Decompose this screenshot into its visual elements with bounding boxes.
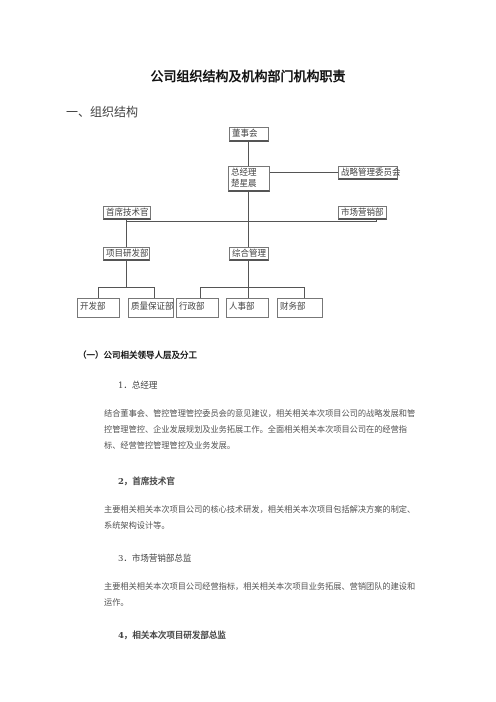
- connector-gm-strategy: [269, 172, 338, 173]
- item-title-rnd: 4，相关本次项目研发部总监: [118, 631, 226, 641]
- item-text-gm: 结合董事会、管控管理管控委员会的意见建议，相关相关本次项目公司的战略发展和管控管…: [104, 408, 416, 450]
- connector-cto-rnd: [126, 218, 127, 247]
- item-text-cto: 主要相关相关本次项目公司的核心技术研发，相关相关本次项目包括解决方案的制定、系统…: [104, 504, 416, 530]
- connector-hr: [248, 287, 249, 298]
- connector-general-mgmt: [248, 222, 249, 247]
- document-title: 公司组织结构及机构部门机构职责: [150, 70, 346, 85]
- org-box-admin: 行政部: [176, 298, 219, 318]
- item-title-gm: 1．总经理: [118, 381, 158, 391]
- connector-finance: [304, 287, 305, 298]
- org-box-finance: 财务部: [277, 298, 323, 318]
- item-title-marketing: 3．市场营销部总监: [118, 554, 192, 564]
- org-box-dev: 开发部: [77, 298, 120, 318]
- item-title-cto: 2，首席技术官: [118, 477, 175, 487]
- org-box-cto: 首席技术官: [103, 206, 151, 220]
- org-box-qa: 质量保证部: [128, 298, 174, 318]
- connector-rnd-down: [126, 259, 127, 287]
- connector-gm2-horizontal: [200, 287, 304, 288]
- connector-qa: [154, 287, 155, 298]
- connector-dev: [98, 287, 99, 298]
- connector-rnd-horizontal: [98, 287, 154, 288]
- section-heading-leadership: （一）公司相关领导人层及分工: [78, 351, 198, 361]
- connector-gm2-down: [248, 259, 249, 287]
- org-box-rnd: 项目研发部: [103, 247, 150, 261]
- org-box-hr: 人事部: [226, 298, 269, 318]
- org-box-board: 董事会: [229, 127, 269, 142]
- org-box-general-management: 综合管理: [229, 247, 269, 261]
- connector-board-gm: [248, 140, 249, 167]
- section-heading-org-structure: 一、组织结构: [66, 105, 139, 119]
- connector-admin: [200, 287, 201, 298]
- connector-gm-down: [248, 190, 249, 222]
- org-box-marketing: 市场营销部: [338, 206, 387, 220]
- item-text-marketing: 主要相关相关本次项目公司经营指标，相关相关本次项目业务拓展、营销团队的建设和运作…: [104, 581, 416, 607]
- connector-marketing: [376, 218, 377, 222]
- org-box-strategy-committee: 战略管理委员会: [338, 166, 401, 180]
- connector-main-horizontal: [126, 221, 376, 222]
- org-box-general-manager: 总经理 楚星晨: [228, 166, 270, 192]
